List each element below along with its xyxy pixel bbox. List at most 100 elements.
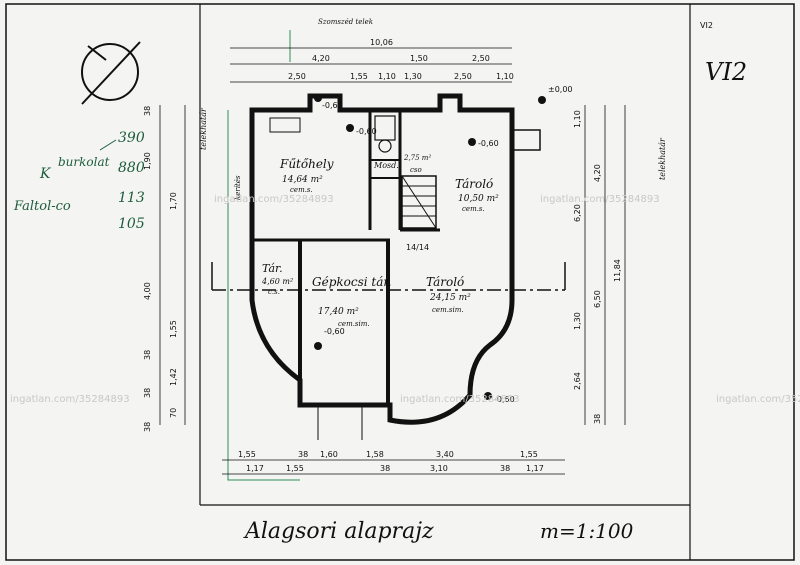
dimensions-bottom: 1,55 38 1,60 1,58 3,40 1,55 1,17 1,55 38… [222,450,565,475]
room-label-tarolo-small: Tároló 10,50 m² cem.s. [455,177,499,213]
svg-text:1,55: 1,55 [286,464,304,473]
note-value-3: 113 [118,190,145,206]
svg-text:1,30: 1,30 [404,72,422,81]
svg-text:-0,60: -0,60 [322,101,343,110]
room-label-mosdo: Mosd. 2,75 m² cso [373,154,431,174]
svg-text:±0,00: ±0,00 [548,85,573,94]
svg-text:cem.sim.: cem.sim. [432,306,464,314]
side-label-left: telekhatár [199,107,208,150]
side-label-kerites: kerítés [234,175,242,200]
sheet-code-small: VI2 [700,21,713,30]
svg-text:17,40 m²: 17,40 m² [318,307,359,317]
site-boundary-line [227,110,300,481]
watermark-left: ingatlan.com/35284893 [10,394,130,405]
svg-text:1,42: 1,42 [169,368,178,386]
svg-text:38: 38 [593,414,602,424]
svg-text:2,75 m²: 2,75 m² [403,154,431,162]
sheet-code-large: VI2 [705,58,747,86]
note-value-1: 390 [118,130,145,146]
dimensions-right: 1,10 4,20 6,20 6,50 1,30 2,64 11,84 38 [573,105,626,425]
svg-text:-0,60: -0,60 [356,127,377,136]
svg-text:2,50: 2,50 [454,72,472,81]
svg-text:10,06: 10,06 [370,38,393,47]
svg-text:Gépkocsi tár.: Gépkocsi tár. [312,275,392,289]
svg-text:2,50: 2,50 [472,54,490,63]
svg-text:38: 38 [380,464,390,473]
svg-text:6,50: 6,50 [593,290,602,308]
stair-count-label: 14/14 [406,243,429,252]
svg-text:3,10: 3,10 [430,464,448,473]
svg-text:1,50: 1,50 [410,54,428,63]
watermark-top-left: ingatlan.com/35284893 [214,194,334,205]
svg-text:2,64: 2,64 [573,372,582,390]
svg-text:4,00: 4,00 [143,282,152,300]
svg-text:1,17: 1,17 [246,464,264,473]
note-word: burkolat [58,155,110,169]
note-value-4: 105 [118,216,145,232]
svg-text:10,50 m²: 10,50 m² [458,194,499,204]
watermark-center: ingatlan.com/35284893 [400,394,520,405]
svg-text:1,58: 1,58 [366,450,384,459]
svg-text:2,50: 2,50 [288,72,306,81]
dimensions-top: 10,06 4,20 1,50 2,50 2,50 1,55 1,10 1,30… [230,38,514,83]
svg-text:-0,60: -0,60 [494,395,515,404]
level-markers: -0,60 -0,60 -0,60 -0,60 ±0,00 -0,60 [314,85,573,404]
svg-text:38: 38 [143,350,152,360]
svg-text:3,40: 3,40 [436,450,454,459]
svg-text:11,84: 11,84 [613,259,622,282]
svg-text:1,55: 1,55 [520,450,538,459]
room-label-futohely: Fűtőhely 14,64 m² cem.s. [279,157,334,194]
svg-text:Tár.: Tár. [262,262,283,275]
svg-text:6,20: 6,20 [573,204,582,222]
plan-scale: m=1:100 [540,519,634,543]
svg-text:70: 70 [169,408,178,418]
svg-text:1,30: 1,30 [573,312,582,330]
svg-text:1,10: 1,10 [496,72,514,81]
svg-text:4,20: 4,20 [312,54,330,63]
watermark-right: ingatlan.com/35284893 [716,394,800,405]
svg-text:Fűtőhely: Fűtőhely [279,157,334,171]
north-arrow-icon [81,41,141,105]
svg-text:38: 38 [500,464,510,473]
room-label-tar: Tár. 4,60 m² c.s. [261,262,293,296]
side-label-right: telekhatár [658,137,667,180]
svg-text:4,20: 4,20 [593,164,602,182]
svg-text:24,15 m²: 24,15 m² [429,293,471,303]
svg-text:38: 38 [143,388,152,398]
svg-text:14,64 m²: 14,64 m² [282,175,323,185]
note-k-label: K [39,166,52,182]
note-faltol-label: Faltol-co [13,199,71,214]
svg-text:-0,60: -0,60 [478,139,499,148]
svg-text:cem.s.: cem.s. [462,205,485,213]
dimensions-left: 38 1,90 1,70 4,00 1,55 38 1,42 38 70 38 [143,105,186,432]
svg-text:Tároló: Tároló [455,177,493,191]
svg-text:Mosd.: Mosd. [373,161,399,170]
svg-text:cem.sim.: cem.sim. [338,320,370,328]
svg-text:-0,60: -0,60 [324,327,345,336]
svg-text:1,90: 1,90 [143,152,152,170]
svg-text:Tároló: Tároló [426,275,464,289]
room-label-tarolo-large: Tároló 24,15 m² cem.sim. [426,275,471,314]
room-label-gepkocsi: Gépkocsi tár. 17,40 m² cem.sim. [312,275,392,328]
svg-text:c.s.: c.s. [268,288,280,296]
handwritten-notes: K burkolat 390 880 Faltol-co 113 105 [13,130,145,232]
plan-title: Alagsori alaprajz [243,519,434,544]
svg-text:cem.s.: cem.s. [290,186,313,194]
svg-text:1,10: 1,10 [378,72,396,81]
svg-text:1,55: 1,55 [169,320,178,338]
svg-text:1,17: 1,17 [526,464,544,473]
svg-text:1,10: 1,10 [573,110,582,128]
svg-text:38: 38 [298,450,308,459]
svg-text:4,60 m²: 4,60 m² [261,277,293,286]
side-label-top: Szomszéd telek [318,18,373,26]
sheet-border [5,3,795,561]
svg-text:38: 38 [143,106,152,116]
watermark-top-right: ingatlan.com/35284893 [540,194,660,205]
note-value-2: 880 [118,160,145,176]
svg-text:1,55: 1,55 [238,450,256,459]
svg-text:1,55: 1,55 [350,72,368,81]
svg-text:38: 38 [143,422,152,432]
svg-text:cso: cso [410,166,422,174]
